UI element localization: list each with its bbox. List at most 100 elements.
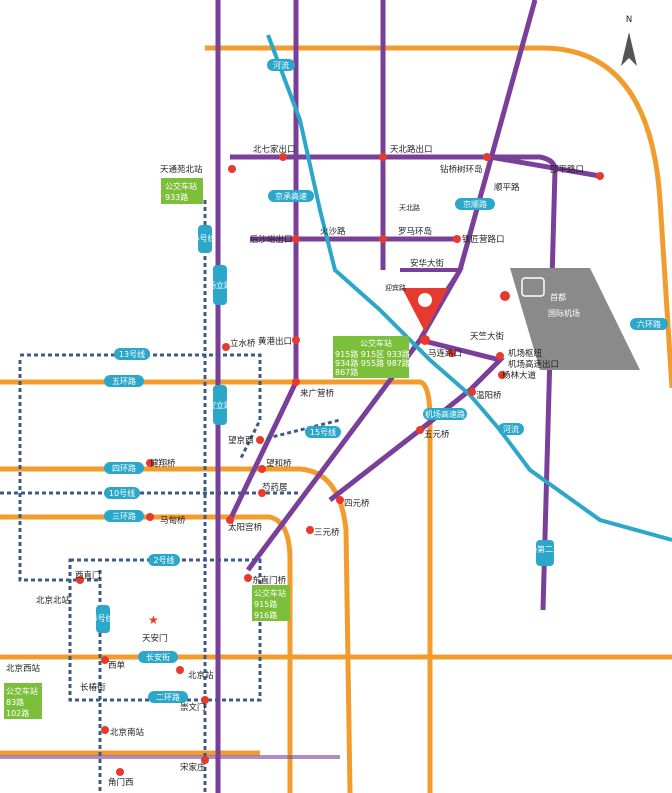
svg-text:公交车站: 公交车站 bbox=[360, 338, 392, 348]
svg-text:芍药居: 芍药居 bbox=[262, 482, 288, 493]
ring6-road bbox=[205, 45, 672, 389]
svg-text:北京北站: 北京北站 bbox=[36, 595, 71, 606]
jingshun-road bbox=[245, 0, 538, 572]
svg-text:河流: 河流 bbox=[273, 60, 289, 70]
svg-text:三环路: 三环路 bbox=[112, 511, 136, 521]
svg-text:东直门桥: 东直门桥 bbox=[252, 575, 287, 586]
svg-text:天北路出口: 天北路出口 bbox=[390, 144, 433, 155]
svg-text:顺平路: 顺平路 bbox=[494, 182, 520, 193]
svg-text:望京西: 望京西 bbox=[228, 435, 254, 446]
svg-text:四环路: 四环路 bbox=[112, 463, 136, 473]
svg-text:公交车站: 公交车站 bbox=[165, 181, 197, 191]
svg-text:2号线: 2号线 bbox=[153, 555, 174, 565]
ring4-road bbox=[0, 466, 353, 793]
road-labels: 河流 京承高速 京顺路 机场高速路 河流 五环路 四环路 三环路 长安街 二环路… bbox=[92, 59, 668, 703]
svg-text:4号线: 4号线 bbox=[92, 613, 113, 623]
svg-text:三元桥: 三元桥 bbox=[314, 527, 340, 538]
svg-text:天安门: 天安门 bbox=[142, 633, 168, 644]
svg-text:83路: 83路 bbox=[6, 697, 24, 707]
svg-text:火沙路: 火沙路 bbox=[320, 226, 346, 237]
destination-logo-icon bbox=[418, 293, 432, 307]
svg-text:机场第二通道: 机场第二通道 bbox=[521, 544, 569, 554]
svg-text:10号线: 10号线 bbox=[109, 488, 135, 498]
svg-text:机场高速出口: 机场高速出口 bbox=[508, 359, 559, 370]
svg-text:安华大街: 安华大街 bbox=[410, 258, 445, 269]
svg-text:马连路口: 马连路口 bbox=[428, 348, 462, 359]
svg-text:太阳宫桥: 太阳宫桥 bbox=[228, 522, 263, 533]
svg-text:安立路: 安立路 bbox=[208, 400, 232, 410]
svg-text:北京站: 北京站 bbox=[188, 670, 214, 681]
svg-text:5号线: 5号线 bbox=[194, 233, 215, 243]
svg-text:天北路: 天北路 bbox=[399, 203, 420, 212]
svg-text:六环路: 六环路 bbox=[637, 319, 661, 329]
svg-text:汤立路: 汤立路 bbox=[208, 280, 232, 290]
tiananmen-star-icon: ★ bbox=[148, 613, 159, 627]
bus-stop-3: 公交车站 915路 916路 bbox=[252, 585, 290, 621]
svg-text:迎宾路: 迎宾路 bbox=[385, 283, 406, 292]
svg-text:宋家庄: 宋家庄 bbox=[180, 762, 206, 773]
svg-text:867路: 867路 bbox=[335, 367, 358, 377]
svg-text:后沙峪出口: 后沙峪出口 bbox=[250, 234, 293, 245]
svg-text:五元桥: 五元桥 bbox=[424, 429, 450, 440]
river bbox=[266, 34, 672, 542]
place-labels: 天通苑北站 北七家出口 天北路出口 钻桥树环岛 顺平路 邵平路口 后沙峪出口 火… bbox=[6, 144, 584, 788]
svg-text:天竺大街: 天竺大街 bbox=[470, 331, 505, 342]
svg-text:崇文门: 崇文门 bbox=[180, 702, 206, 713]
compass-arrow-icon bbox=[621, 32, 637, 66]
svg-text:北京西站: 北京西站 bbox=[6, 663, 41, 674]
svg-text:京承高速: 京承高速 bbox=[275, 191, 307, 201]
svg-text:长椿街: 长椿街 bbox=[80, 682, 106, 693]
svg-text:北京南站: 北京南站 bbox=[110, 727, 145, 738]
svg-text:健翔桥: 健翔桥 bbox=[150, 458, 176, 469]
svg-text:京顺路: 京顺路 bbox=[463, 199, 487, 209]
svg-text:钻桥树环岛: 钻桥树环岛 bbox=[440, 164, 483, 175]
svg-text:915路 915区 933路: 915路 915区 933路 bbox=[335, 349, 410, 359]
bus-stop-4: 公交车站 83路 102路 bbox=[4, 683, 42, 719]
bus-stop-2: 公交车站 915路 915区 933路 934路 955路 987路 867路 bbox=[333, 336, 410, 378]
ring3-road bbox=[0, 514, 293, 793]
bus-stop-1: 公交车站 933路 bbox=[161, 178, 203, 204]
svg-text:马甸桥: 马甸桥 bbox=[160, 515, 186, 526]
svg-text:长安街: 长安街 bbox=[146, 652, 170, 662]
destination-marker bbox=[402, 288, 448, 332]
destination-dot bbox=[420, 335, 430, 345]
svg-text:杨林大道: 杨林大道 bbox=[502, 370, 537, 381]
svg-text:15号线: 15号线 bbox=[310, 427, 336, 437]
intersection-dots bbox=[76, 153, 604, 776]
svg-text:五环路: 五环路 bbox=[112, 376, 136, 386]
svg-text:来广营桥: 来广营桥 bbox=[300, 388, 335, 399]
svg-text:温阳桥: 温阳桥 bbox=[476, 390, 502, 401]
svg-text:公交车站: 公交车站 bbox=[254, 588, 286, 598]
svg-text:机场枢纽: 机场枢纽 bbox=[508, 348, 543, 359]
svg-text:罗马环岛: 罗马环岛 bbox=[398, 226, 432, 237]
svg-text:天通苑北站: 天通苑北站 bbox=[160, 164, 203, 175]
svg-text:铁匠营路口: 铁匠营路口 bbox=[462, 234, 505, 245]
svg-text:河流: 河流 bbox=[503, 424, 519, 434]
ring5-road bbox=[0, 379, 433, 793]
svg-text:公交车站: 公交车站 bbox=[6, 686, 38, 696]
compass-n: N bbox=[626, 15, 632, 25]
airport-dot bbox=[500, 291, 510, 301]
fuping-road bbox=[489, 154, 601, 179]
airport-name-2: 国际机场 bbox=[548, 308, 580, 318]
svg-text:13号线: 13号线 bbox=[119, 349, 145, 359]
svg-text:916路: 916路 bbox=[254, 610, 277, 620]
svg-text:望和桥: 望和桥 bbox=[266, 458, 292, 469]
airport-name-1: 首都 bbox=[550, 292, 566, 302]
svg-text:角门西: 角门西 bbox=[108, 777, 134, 788]
airplane-icon bbox=[521, 277, 545, 297]
svg-text:邵平路口: 邵平路口 bbox=[550, 164, 584, 175]
svg-text:西单: 西单 bbox=[108, 660, 126, 671]
svg-text:黄港出口: 黄港出口 bbox=[258, 336, 292, 347]
north-compass: N bbox=[621, 15, 637, 66]
airport-terminal bbox=[510, 268, 640, 370]
svg-text:933路: 933路 bbox=[165, 192, 188, 202]
svg-text:北七家出口: 北七家出口 bbox=[253, 144, 296, 155]
svg-text:二环路: 二环路 bbox=[156, 692, 180, 702]
svg-text:915路: 915路 bbox=[254, 599, 277, 609]
svg-text:机场高速路: 机场高速路 bbox=[425, 409, 465, 419]
svg-text:934路 955路 987路: 934路 955路 987路 bbox=[335, 358, 410, 368]
svg-text:西直门: 西直门 bbox=[75, 570, 101, 581]
svg-text:102路: 102路 bbox=[6, 708, 29, 718]
